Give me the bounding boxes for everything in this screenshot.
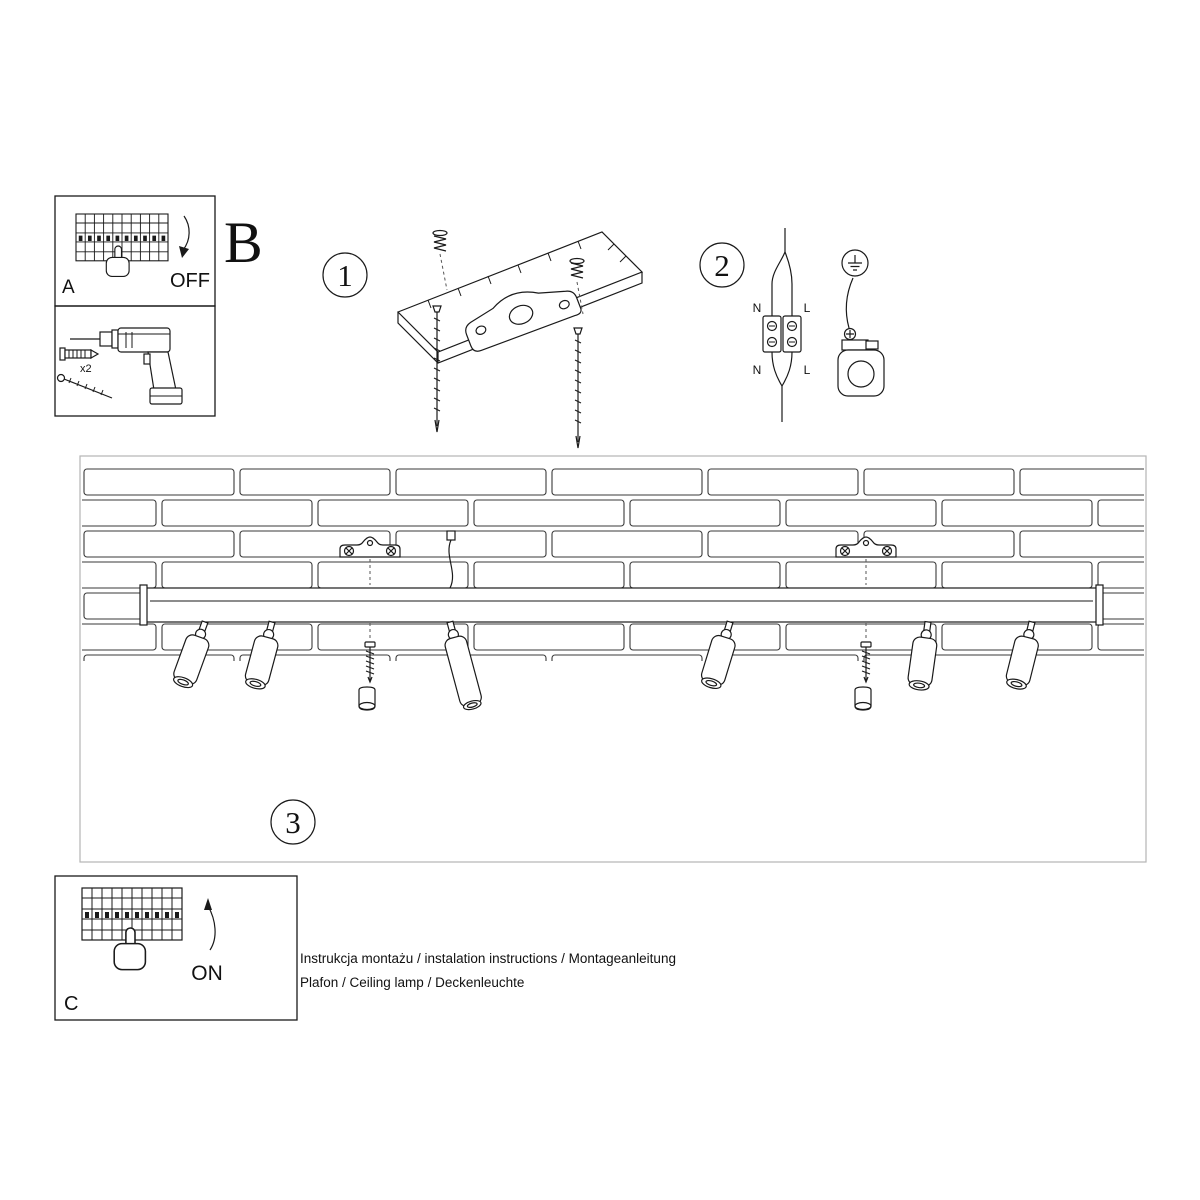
anchor-quantity-label: x2 (80, 363, 92, 375)
step-3-illustration: 3 (79, 455, 1147, 863)
long-screw-2 (573, 327, 583, 449)
step-2-marker: 2 (699, 242, 745, 288)
wire-label-l-bottom: L (804, 363, 811, 377)
step-1-marker: 1 (322, 252, 368, 298)
step-3-frame (79, 455, 1147, 863)
earth-ground-icon (841, 249, 869, 277)
long-screw-1 (432, 305, 442, 433)
mounting-bracket-perspective (465, 290, 582, 352)
panel-c-label: C (64, 993, 78, 1015)
step-3-number: 3 (285, 805, 301, 840)
step-b-label: B (224, 210, 263, 275)
panel-a-label: A (62, 277, 75, 298)
drill-icon (70, 327, 183, 405)
step-2-number: 2 (714, 248, 730, 283)
panel-a-breaker-off: A OFF (54, 195, 216, 307)
panel-tools-frame (54, 305, 216, 417)
screw-cover-left (358, 686, 376, 711)
arrow-down-icon (182, 215, 190, 251)
step-1-illustration (396, 229, 644, 449)
wall-anchor-icon (59, 347, 100, 361)
lamp-track-bar (139, 584, 1104, 626)
expansion-anchor-1 (432, 229, 448, 252)
screw-cover-right (854, 686, 872, 711)
off-label: OFF (170, 270, 210, 292)
footer-product-line: Plafon / Ceiling lamp / Deckenleuchte (300, 975, 524, 990)
wire-label-n-bottom: N (753, 363, 762, 377)
cable-clamp (837, 327, 885, 397)
power-wire (446, 530, 456, 589)
step-1-number: 1 (337, 258, 353, 293)
arrow-up-head (204, 898, 212, 910)
wire-label-n-top: N (753, 301, 762, 315)
panel-c-frame (54, 875, 298, 1021)
terminal-block (762, 315, 802, 353)
arrow-down-head (179, 246, 189, 258)
expansion-anchor-2 (569, 257, 585, 279)
footer-instructions-line: Instrukcja montażu / instalation instruc… (300, 951, 676, 966)
step-2-illustration: N L N L (753, 228, 885, 422)
panel-tools: x2 (54, 305, 216, 417)
brick-wall (82, 467, 1144, 661)
panel-c-breaker-on: C ON (54, 875, 298, 1021)
step-3-marker: 3 (270, 799, 316, 845)
on-label: ON (191, 962, 223, 985)
ground-wire (845, 277, 854, 329)
wire-label-l-top: L (804, 301, 811, 315)
screw-icon (56, 373, 113, 399)
arrow-up-icon (207, 905, 216, 951)
